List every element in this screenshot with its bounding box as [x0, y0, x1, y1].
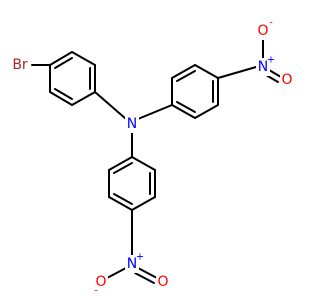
- bond-ring-a-inner-1: [54, 57, 73, 69]
- bond-n-ring-b: [137, 104, 173, 120]
- atom-n-nitro-right-label: N: [258, 59, 268, 75]
- atom-br: Br: [9, 56, 31, 74]
- atom-o-right-top-charge: -: [269, 18, 273, 29]
- bond-nitro-bottom-o-right-1: [137, 267, 158, 279]
- bond-nitro-right-o-bottom-1: [268, 69, 282, 78]
- bond-ring-a-1: [49, 51, 73, 66]
- bond-ring-c-1: [131, 156, 156, 171]
- bond-ring-c-4: [108, 196, 133, 211]
- atom-n-center-label: N: [127, 116, 137, 132]
- bonds: [31, 39, 282, 284]
- bond-ring-b-5: [194, 104, 219, 119]
- atom-o-right-top: O -: [256, 18, 273, 40]
- atom-n-nitro-right: N +: [256, 55, 275, 76]
- bond-ring-b-inner-3: [176, 101, 196, 113]
- bond-nitro-bottom-o-left: [106, 267, 127, 279]
- bond-ring-c-inner-2: [113, 193, 133, 205]
- bond-ring-b-3: [194, 64, 219, 79]
- atom-o-right-bottom-label: O: [281, 72, 292, 88]
- atom-o-bottom-right-label: O: [157, 274, 168, 290]
- bond-ring-c-inner-3: [113, 162, 133, 174]
- bond-ring-a-5: [49, 91, 73, 106]
- bond-nitro-bottom-o-right-2: [134, 272, 155, 284]
- bond-ring-b-nitro: [217, 66, 257, 79]
- bond-ring-b-6: [171, 104, 196, 119]
- atom-o-bottom-left: O -: [94, 273, 108, 297]
- atom-o-bottom-left-label: O: [95, 274, 106, 290]
- atom-n-nitro-bottom-charge: +: [136, 252, 144, 263]
- bond-ring-b-inner-1: [176, 70, 196, 82]
- atom-br-label: Br: [12, 57, 28, 73]
- atom-n-center: N: [125, 115, 139, 133]
- bond-ring-a-2: [71, 51, 96, 66]
- bond-nitro-right-o-bottom-2: [265, 74, 279, 83]
- bond-ring-c-3: [131, 196, 156, 211]
- atom-o-right-top-label: O: [257, 23, 268, 39]
- atom-n-nitro-bottom-label: N: [127, 256, 137, 272]
- bond-ring-a-n: [94, 91, 127, 120]
- atom-o-bottom-left-charge: -: [94, 286, 98, 297]
- atom-o-right-bottom: O: [280, 71, 294, 89]
- bond-ring-c-6: [108, 156, 133, 171]
- atom-n-nitro-right-charge: +: [267, 55, 275, 66]
- bond-ring-a-4: [71, 91, 96, 106]
- bond-ring-a-inner-3: [54, 88, 73, 100]
- atom-n-nitro-bottom: N +: [125, 252, 144, 273]
- bond-ring-b-2: [171, 64, 196, 79]
- molecule-structure: Br N N + O - O N + O - O: [9, 17, 294, 297]
- atom-o-bottom-right: O: [156, 273, 170, 291]
